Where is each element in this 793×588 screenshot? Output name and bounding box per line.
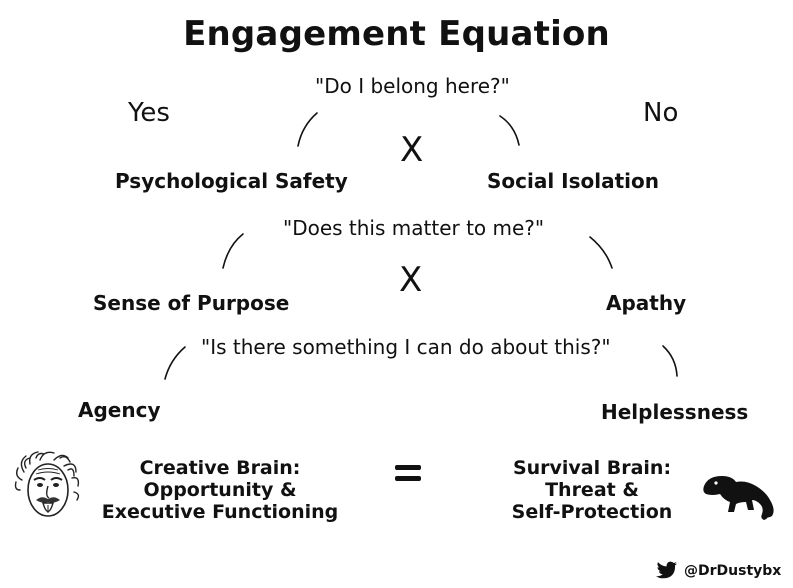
creative-brain-line2: Opportunity & [143,479,297,501]
label-sense-of-purpose: Sense of Purpose [93,291,290,315]
arc-row2-right [589,236,613,269]
arc-row1-right [499,115,520,146]
answer-no: No [643,98,679,128]
arc-row3-right [662,345,678,377]
twitter-handle: @DrDustybx [684,563,782,579]
page-title: Engagement Equation [183,14,610,54]
arc-row1-left [297,112,318,147]
label-social-isolation: Social Isolation [487,169,660,193]
label-agency: Agency [78,398,161,422]
equals-sign [395,459,423,487]
creative-brain-label: Creative Brain: Opportunity & Executive … [86,457,354,523]
lizard-icon [700,466,784,522]
twitter-credit[interactable]: @DrDustybx [654,561,781,581]
twitter-bird-icon [656,561,677,579]
question-belong: "Do I belong here?" [315,74,510,98]
creative-brain-line3: Executive Functioning [101,501,339,523]
label-psychological-safety: Psychological Safety [115,169,348,193]
survival-brain-line1: Survival Brain: [512,457,672,479]
answer-yes: Yes [128,98,170,128]
einstein-face-icon [14,450,82,526]
question-can-do: "Is there something I can do about this?… [201,335,611,359]
arc-row3-left [164,346,186,380]
multiply-sign-2: X [399,260,423,300]
survival-brain-line2: Threat & [545,479,639,501]
survival-brain-line3: Self-Protection [511,501,673,523]
label-helplessness: Helplessness [601,400,749,424]
creative-brain-line1: Creative Brain: [139,457,301,479]
question-matter: "Does this matter to me?" [283,216,545,240]
multiply-sign-1: X [400,130,424,170]
survival-brain-label: Survival Brain: Threat & Self-Protection [490,457,694,523]
arc-row2-left [222,233,244,269]
label-apathy: Apathy [606,291,687,315]
